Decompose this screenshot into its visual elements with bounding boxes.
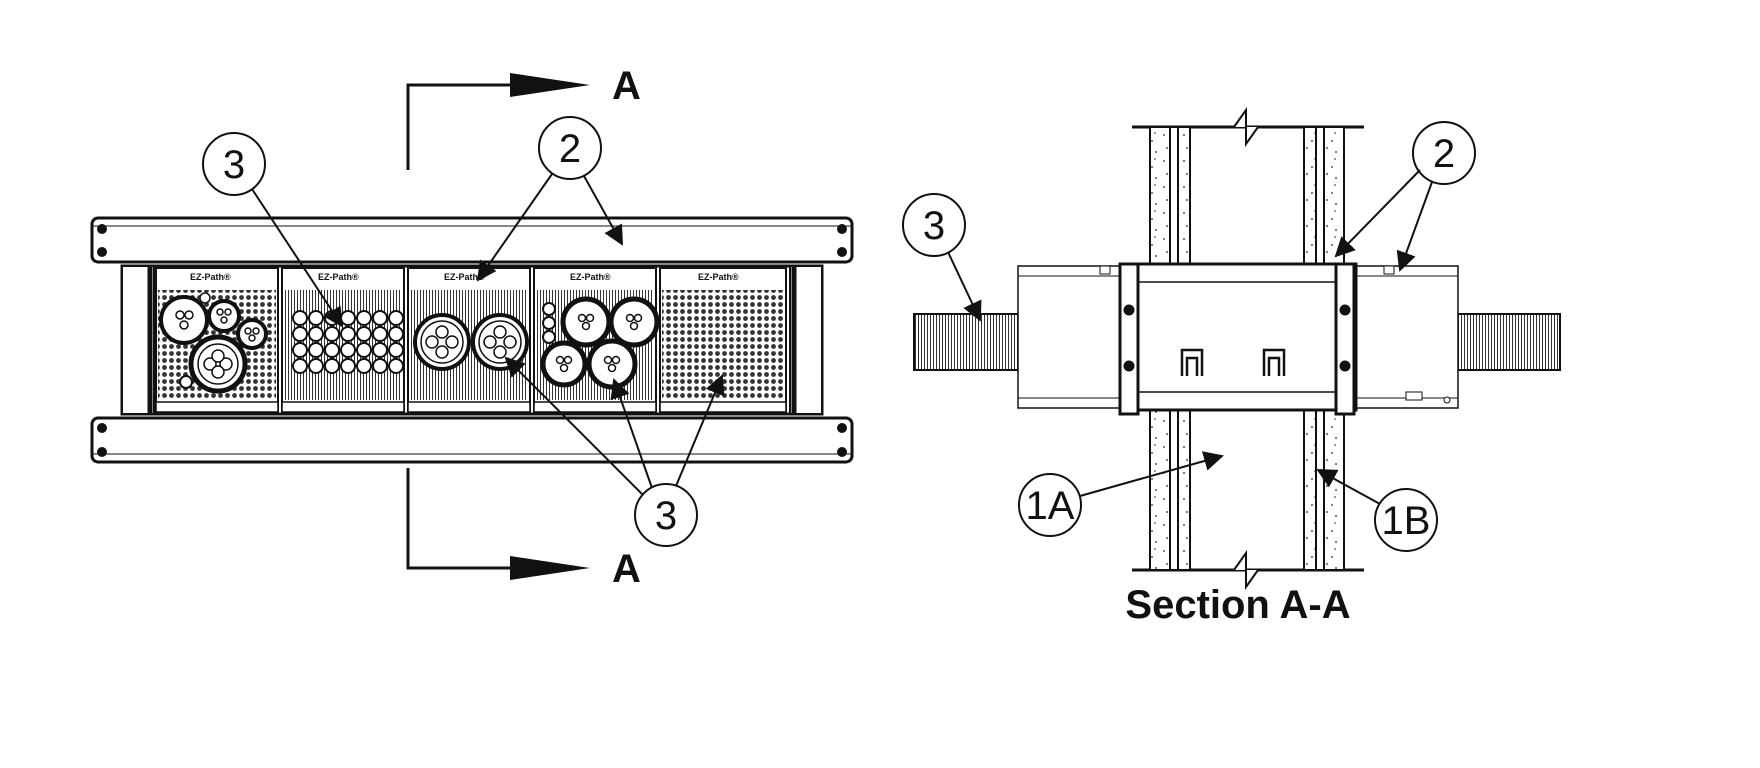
module-brand-label: EZ-Path® <box>444 272 485 282</box>
bottom-rail <box>90 416 854 464</box>
module-brand-label: EZ-Path® <box>570 272 611 282</box>
callout-cable: 3 <box>902 193 982 322</box>
pathway-assembly: EZ-Path® EZ-Path® EZ-Path® EZ-Path® <box>120 264 824 416</box>
section-title: Section A-A <box>1125 583 1350 627</box>
cable-bundle-right <box>1455 313 1561 371</box>
section-mark-bottom: A <box>612 547 641 591</box>
module-4-cables <box>540 296 660 390</box>
callout-bottom-cables: 3 <box>504 356 725 547</box>
callout-number: 3 <box>923 204 945 248</box>
pathway-housing <box>1017 262 1459 416</box>
callout-pathway-section: 2 <box>1334 121 1476 272</box>
callout-number: 2 <box>559 127 581 171</box>
module-1-cables <box>159 292 268 394</box>
module-3-cables <box>413 313 529 371</box>
callout-pathway: 2 <box>476 116 623 282</box>
callout-label: 1B <box>1382 499 1431 543</box>
section-view: 3 2 1A 1B Section A-A <box>902 106 1561 627</box>
section-arrow-bottom <box>406 468 590 580</box>
module-brand-label: EZ-Path® <box>190 272 231 282</box>
callout-left-cable: 3 <box>202 132 344 328</box>
callout-wall-board: 1B <box>1316 469 1438 552</box>
callout-wall-cavity: 1A <box>1018 451 1224 537</box>
module-brand-label: EZ-Path® <box>318 272 359 282</box>
top-rail <box>90 216 854 264</box>
section-mark-top: A <box>612 64 641 108</box>
callout-label: 1A <box>1026 484 1075 528</box>
callout-number: 3 <box>655 494 677 538</box>
callout-number: 3 <box>223 143 245 187</box>
cable-bundle-left <box>913 313 1023 371</box>
callout-number: 2 <box>1433 132 1455 176</box>
module-brand-label: EZ-Path® <box>698 272 739 282</box>
section-arrow-top <box>406 73 590 170</box>
front-view: A A <box>90 64 854 591</box>
